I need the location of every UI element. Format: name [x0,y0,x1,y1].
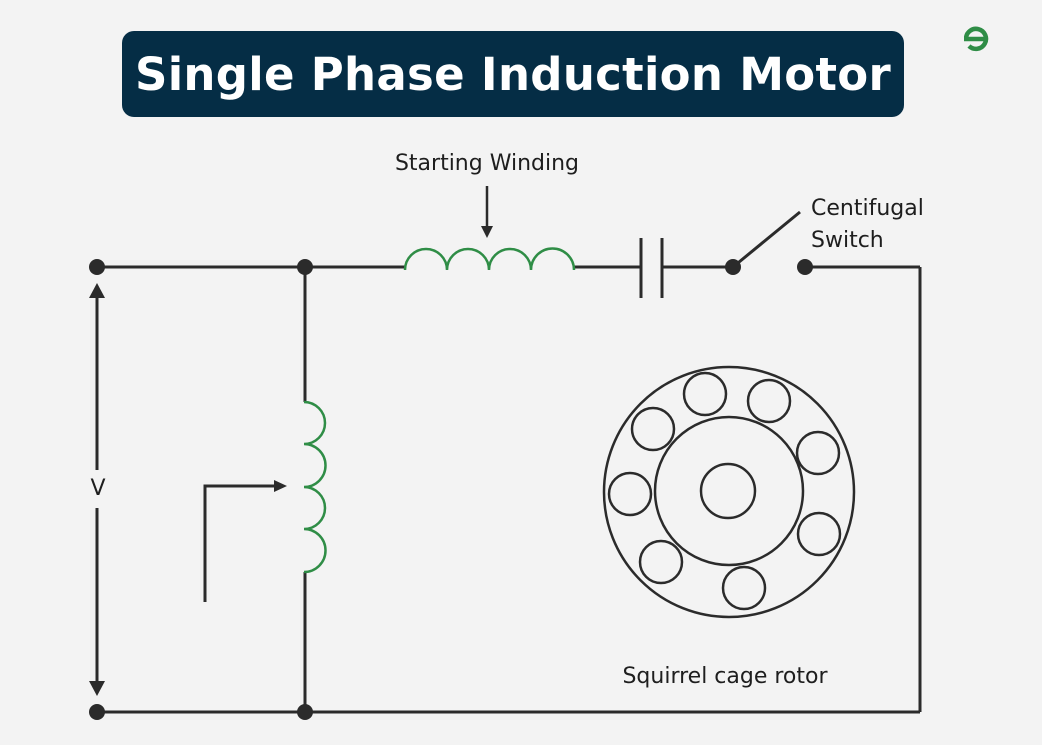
rotor-shaft [699,462,757,520]
node-top-left [89,259,105,275]
junction-nodes [89,259,813,720]
page-title: Single Phase Induction Motor [134,47,892,101]
rotor-bar [607,471,653,517]
switch-label-line2: Switch [811,228,884,253]
capacitor [639,238,664,298]
starting-winding-label: Starting Winding [395,151,579,176]
rotor-outer-ring [602,365,856,619]
starting-winding-coil [403,247,576,271]
rotor-bar [638,539,684,585]
winding-tap-arrow [203,480,287,602]
gfg-logo-icon [964,26,989,52]
rotor-bar [746,378,792,424]
rotor-label: Squirrel cage rotor [622,664,828,689]
starting-winding-arrow [481,186,493,238]
rotor-bar [682,371,728,417]
rotor-bar [630,406,676,452]
rotor-bar [721,565,767,611]
switch-label-line1: Centifugal [811,196,924,221]
centrifugal-switch-blade [732,210,801,269]
rotor-bar [795,430,841,476]
node-switch-right [797,259,813,275]
voltage-arrows [89,283,105,696]
node-top-junction [297,259,313,275]
top-wire [97,265,922,712]
node-bottom-junction [297,704,313,720]
squirrel-cage-rotor [602,365,856,619]
running-winding-coil [303,400,327,574]
rotor-bar [796,511,842,557]
voltage-label: V [90,476,105,501]
title-banner: Single Phase Induction Motor [122,31,904,117]
node-bottom-left [89,704,105,720]
rotor-inner-ring [653,415,805,567]
node-switch-left [725,259,741,275]
